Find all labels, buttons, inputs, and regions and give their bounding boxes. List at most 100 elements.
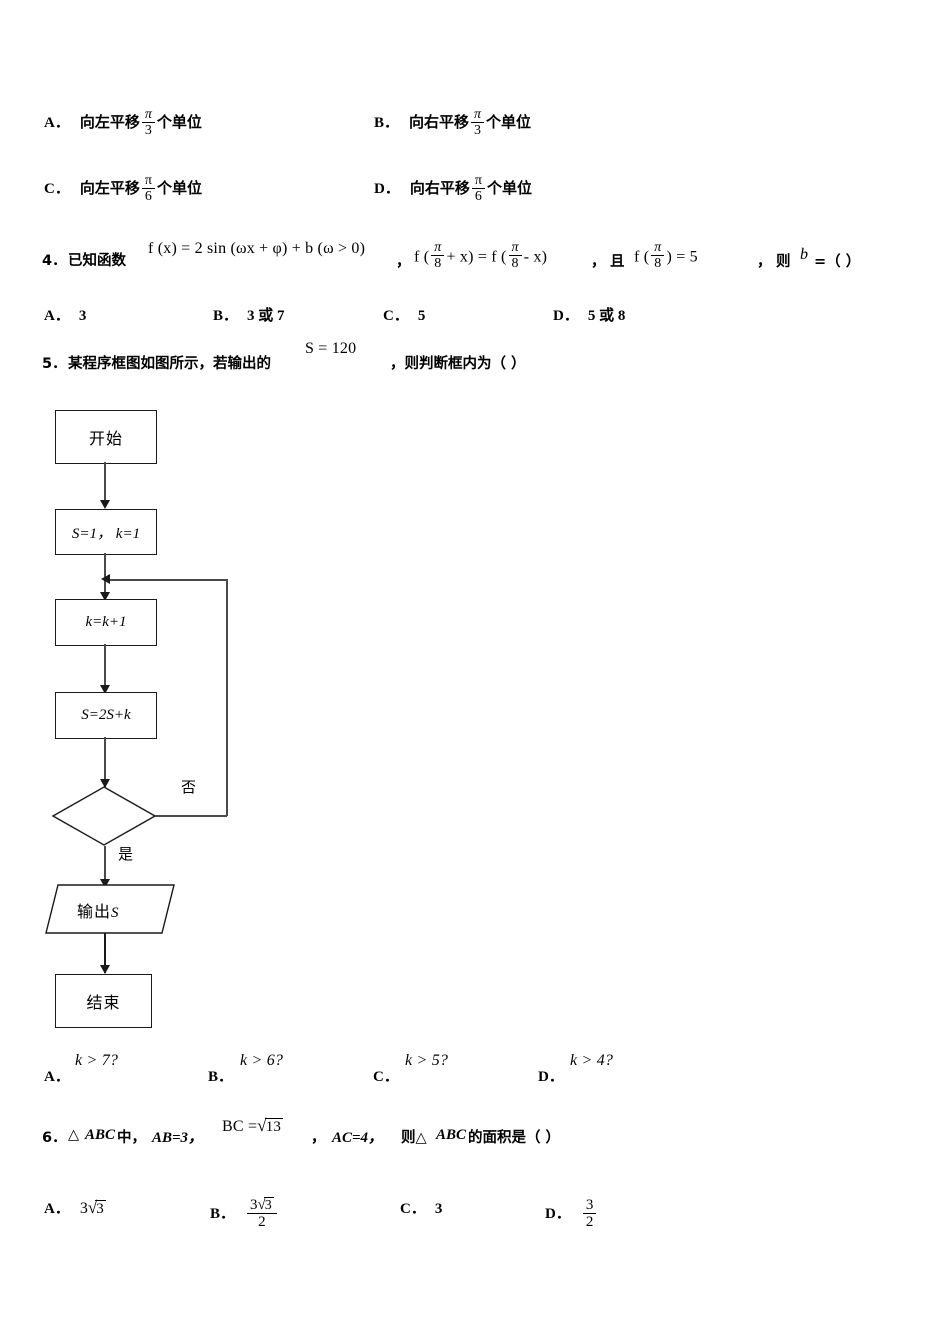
flowchart-step-k-node: k=k+1: [55, 599, 157, 646]
flowchart-output-label: 输出S: [77, 898, 120, 922]
q4-stem-lead: 已知函数: [68, 249, 126, 270]
q4-comma-2-text: ，: [591, 254, 606, 270]
q4-option-a[interactable]: A． 3: [44, 304, 86, 325]
flowchart-arrow-end: [100, 965, 110, 974]
q3-option-a-frac-num: π: [141, 107, 155, 124]
q4-qie: 且: [610, 250, 625, 271]
q3-option-a-text-before: 向左平移: [79, 112, 140, 131]
flowchart-arrow-init: [100, 500, 110, 509]
q3-option-a-text-after: 个单位: [156, 112, 202, 131]
q4-option-c[interactable]: C． 5: [383, 304, 425, 325]
q5-option-b[interactable]: B．: [208, 1065, 233, 1086]
q6-option-b-letter: B．: [210, 1206, 236, 1223]
q4-option-b[interactable]: B． 3 或 7: [213, 304, 285, 325]
q5-option-b-letter: B．: [208, 1069, 234, 1085]
q6-option-b-num: 3√3: [247, 1197, 277, 1215]
flowchart-edge-stepk-steps: [104, 644, 106, 691]
q5-option-a-letter: A．: [44, 1069, 70, 1085]
flowchart-branch-no-label: 否: [181, 776, 196, 797]
output-parallelogram-icon: [45, 884, 175, 934]
q5-stem-formula: S = 120: [305, 340, 356, 358]
q4-option-d[interactable]: D． 5 或 8: [553, 304, 625, 325]
q5-option-b-value: k > 6?: [240, 1052, 283, 1070]
radical-sign-icon: √: [257, 1197, 266, 1213]
q6-bc-radicand: 13: [264, 1118, 284, 1135]
q6-area-text: 的面积是（ ）: [468, 1126, 560, 1147]
q5-option-d-text: k > 4?: [570, 1052, 614, 1069]
flowchart-edge-output-end: [104, 933, 106, 973]
q4-comma-3-text: ，: [757, 254, 772, 270]
flowchart-arrow-decision: [100, 779, 110, 788]
q4-formula-2-lead: f (: [414, 248, 430, 266]
q3-option-c-text-before: 向左平移: [79, 178, 140, 197]
q5-option-c-text: k > 5?: [405, 1052, 449, 1069]
q6-option-a-value: 3√3: [79, 1198, 106, 1218]
q5-option-d[interactable]: D．: [538, 1065, 564, 1086]
q4-b-var: b: [800, 246, 808, 264]
q4-f3-frac-num: π: [651, 240, 665, 257]
q5-option-b-text: k > 6?: [240, 1052, 284, 1069]
flowchart-branch-yes-label: 是: [118, 843, 133, 864]
q4-stem-lead-text: 已知函数: [68, 253, 126, 269]
flowchart-init-label: S=1， k=1: [71, 525, 141, 542]
q4-number: 4．: [42, 249, 67, 270]
q6-number: 6．: [42, 1126, 67, 1147]
q4-equals-paren-text: =（ ）: [814, 254, 861, 270]
q6-option-a-coef: 3: [79, 1200, 88, 1217]
radical-sign-icon: √: [257, 1116, 267, 1135]
q4-qie-text: 且: [610, 254, 625, 270]
q3-option-c-frac-num: π: [141, 173, 155, 190]
q3-option-b-frac-den: 3: [474, 123, 482, 139]
q4-ze: 则: [776, 250, 791, 271]
q6-option-b-den: 2: [258, 1214, 266, 1231]
q5-stem-formula-text: S = 120: [305, 340, 357, 357]
q5-option-c-letter: C．: [373, 1069, 399, 1085]
q4-formula-1: f (x) = 2 sin (ωx + φ) + b (ω > 0): [148, 240, 365, 258]
flowchart-edge-yes: [104, 846, 106, 888]
q3-option-d-text-after: 个单位: [486, 178, 532, 197]
q6-bc-lead: BC =: [222, 1118, 258, 1135]
q6-option-c[interactable]: C． 3: [400, 1197, 442, 1218]
q4-option-b-letter: B．: [213, 308, 239, 324]
q4-equals-paren: =（ ）: [814, 250, 860, 271]
q5-number-label: 5．: [42, 356, 67, 372]
flowchart-init-node: S=1， k=1: [55, 509, 157, 555]
q6-zhong: 中，: [117, 1126, 146, 1147]
q5-option-c-value: k > 5?: [405, 1052, 448, 1070]
q6-option-b-radical: √3: [258, 1197, 274, 1213]
flowchart-end-label: 结束: [86, 993, 121, 1012]
flowchart-edge-no-v: [226, 579, 228, 816]
q4-formula-3-tail: ) = 5: [666, 248, 698, 266]
q6-comma-text: ，: [311, 1130, 326, 1146]
q4-comma-3: ，: [757, 250, 772, 271]
q4-formula-1-text: f (x) = 2 sin (ωx + φ) + b (ω > 0): [148, 240, 366, 257]
q5-option-d-value: k > 4?: [570, 1052, 613, 1070]
q3-option-d-frac-num: π: [471, 173, 485, 190]
q4-option-c-text: 5: [417, 308, 426, 324]
q5-option-a[interactable]: A．: [44, 1065, 70, 1086]
flowchart-arrow-loop-back: [101, 574, 110, 584]
flowchart-step-s-node: S=2S+k: [55, 692, 157, 739]
q4-b-var-text: b: [800, 246, 809, 263]
q5-option-c[interactable]: C．: [373, 1065, 399, 1086]
q3-option-a-letter: A．: [44, 114, 70, 131]
q3-option-c-letter: C．: [44, 180, 70, 197]
q6-option-a-radical: √3: [88, 1198, 106, 1218]
flowchart-start-node: 开始: [55, 410, 157, 464]
flowchart-edge-start-init: [104, 462, 106, 504]
q6-ab-eq: AB=3，: [152, 1126, 203, 1147]
q6-option-a[interactable]: A． 3√3: [44, 1197, 106, 1218]
flowchart-output-var: S: [111, 905, 120, 921]
